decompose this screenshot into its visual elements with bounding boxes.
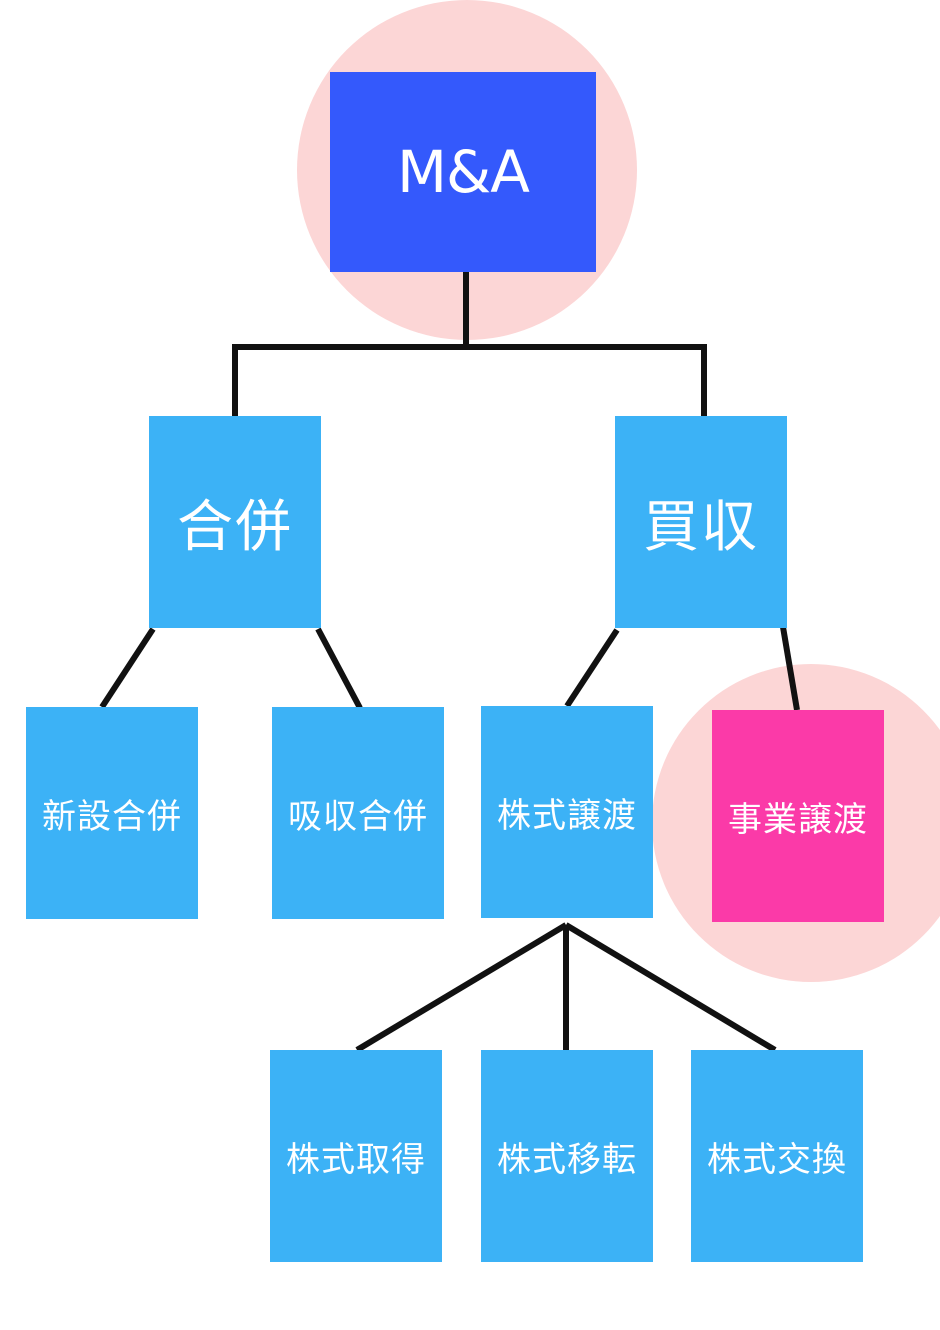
node-merger-label: 合併 — [177, 494, 293, 560]
node-share-acquisition: 株式取得 — [270, 1050, 442, 1262]
node-business-transfer: 事業譲渡 — [712, 710, 884, 922]
node-absorption-merger: 吸収合併 — [272, 707, 444, 919]
node-share-transfer-label: 株式譲渡 — [497, 795, 637, 836]
node-new-merger: 新設合併 — [26, 707, 198, 919]
node-share-acquisition-label: 株式取得 — [286, 1139, 426, 1180]
node-new-merger-label: 新設合併 — [42, 796, 182, 837]
node-ma: M&A — [330, 72, 596, 272]
connector-root-bracket — [232, 344, 707, 416]
connector-share-transfer-to-share-exchange — [564, 922, 777, 1053]
node-share-transfer: 株式譲渡 — [481, 706, 653, 918]
node-acquisition-label: 買収 — [643, 494, 759, 560]
node-share-exchange: 株式交換 — [691, 1050, 863, 1262]
connector-merger-to-absorption-merger — [315, 627, 363, 710]
node-merger: 合併 — [149, 416, 321, 628]
node-acquisition: 買収 — [615, 416, 787, 628]
connector-acquisition-to-business-transfer — [780, 626, 800, 711]
node-share-transfer-stock-label: 株式移転 — [497, 1139, 637, 1180]
connector-share-transfer-to-share-acquisition — [355, 922, 568, 1053]
node-absorption-merger-label: 吸収合併 — [288, 796, 428, 837]
node-business-transfer-label: 事業譲渡 — [728, 799, 868, 840]
node-share-transfer-stock: 株式移転 — [481, 1050, 653, 1262]
connector-merger-to-new-merger — [99, 627, 156, 709]
node-ma-label: M&A — [397, 138, 530, 206]
node-share-exchange-label: 株式交換 — [707, 1139, 847, 1180]
connector-acquisition-to-share-transfer — [564, 628, 620, 708]
